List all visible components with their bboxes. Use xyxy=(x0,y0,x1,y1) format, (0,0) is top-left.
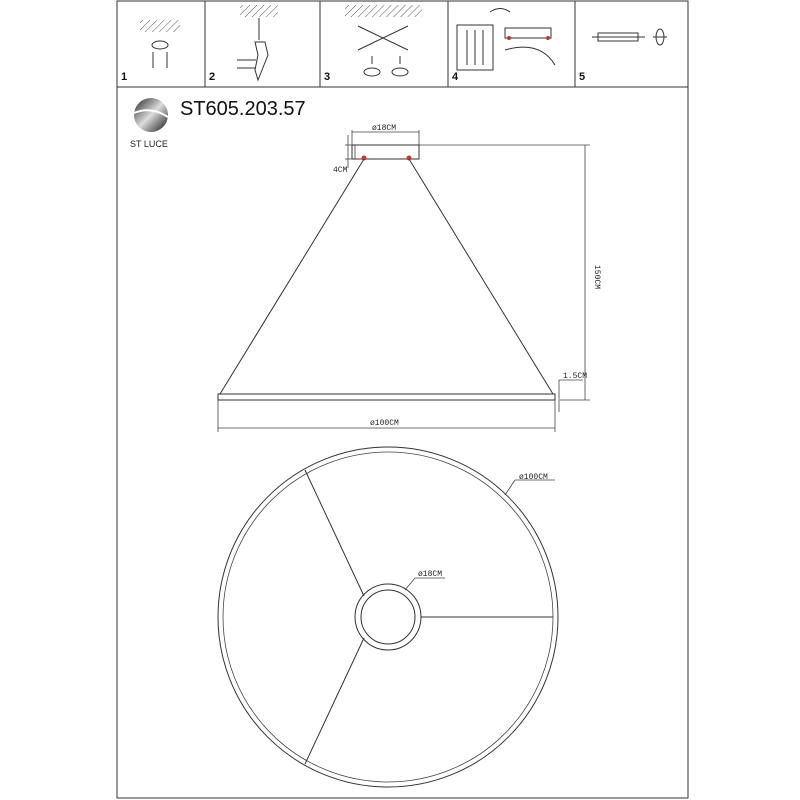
sheet-border xyxy=(116,0,689,799)
step-2-number: 2 xyxy=(209,71,215,83)
step-1-number: 1 xyxy=(121,71,127,83)
top-canopy-diameter-label: ø18CM xyxy=(418,570,442,579)
side-view-drawing xyxy=(217,130,590,432)
step-4-wiring-icon xyxy=(456,8,556,71)
canopy-diameter-label: ø18CM xyxy=(372,124,396,133)
step-1-bracket-icon xyxy=(140,20,180,68)
suspension-height-label: 150CM xyxy=(592,265,601,289)
step-5-number: 5 xyxy=(579,71,585,83)
ring-thickness-label: 1.5CM xyxy=(563,372,587,381)
step-4-number: 4 xyxy=(452,71,459,83)
model-number: ST605.203.57 xyxy=(180,98,306,120)
step-3-crossbar-icon xyxy=(345,5,422,77)
step-5-canopy-icon xyxy=(592,28,667,46)
brand-name: ST LUCE xyxy=(130,139,168,149)
ring-diameter-label: ø100CM xyxy=(370,419,399,428)
step-3-number: 3 xyxy=(324,71,330,83)
top-view-drawing xyxy=(217,446,559,788)
step-2-drill-icon xyxy=(237,5,278,82)
st-luce-logo xyxy=(133,98,169,132)
canopy-height-label: 4CM xyxy=(333,166,348,175)
top-ring-diameter-label: ø100CM xyxy=(519,473,548,482)
